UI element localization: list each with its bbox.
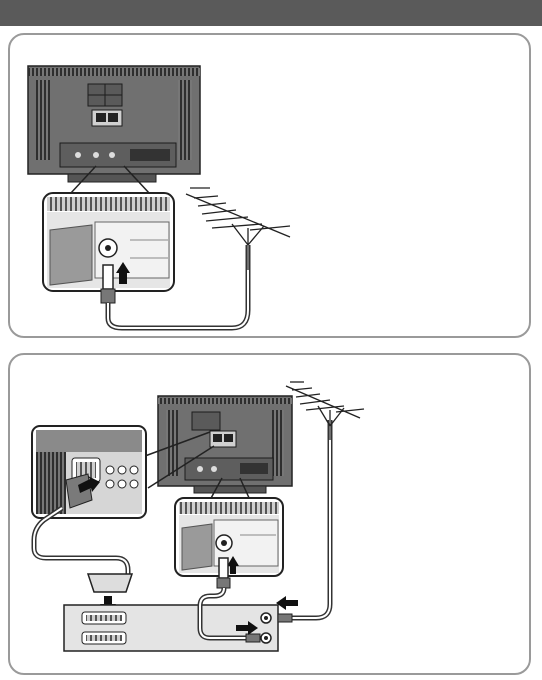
scart-socket-closeup: [32, 426, 146, 518]
rooftop-antenna: [186, 188, 290, 270]
rooftop-antenna-2: [286, 382, 364, 440]
left-arrow-icon: [276, 596, 298, 610]
rf-plug: [246, 634, 260, 642]
aerial-socket-closeup-2: [175, 498, 283, 588]
aerial-socket-closeup: [43, 193, 174, 303]
coax-plug: [103, 265, 113, 289]
aerial-plug: [278, 614, 292, 622]
tv-rear-panel: [28, 66, 200, 182]
